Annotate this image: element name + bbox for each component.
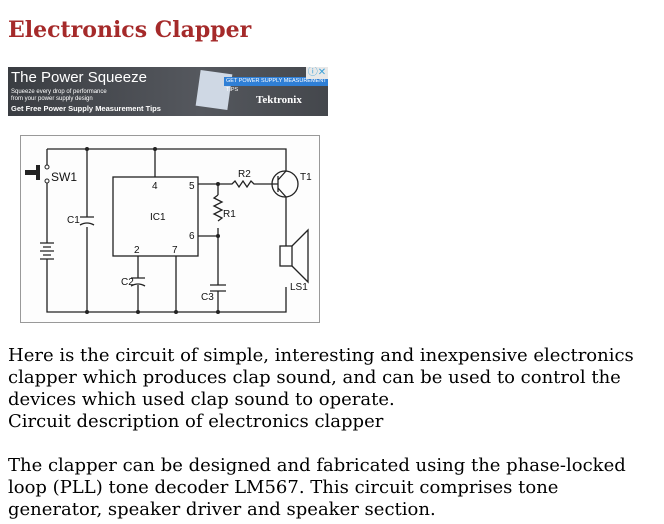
label-ic1: IC1: [150, 212, 166, 223]
label-c1: C1: [67, 215, 80, 226]
intro-paragraph: Here is the circuit of simple, interesti…: [8, 345, 634, 410]
circuit-diagram: SW1 C1 IC1 4 5 6 2 7 C2 C3 R1 R2 T1 LS1: [20, 135, 320, 323]
ad-title: The Power Squeeze: [11, 69, 147, 86]
label-r1: R1: [223, 209, 236, 220]
label-ls1: LS1: [290, 282, 308, 293]
description-paragraph: The clapper can be designed and fabricat…: [8, 455, 626, 520]
ad-controls[interactable]: ⓘ✕: [306, 67, 328, 79]
ad-cta-text[interactable]: Get Free Power Supply Measurement Tips: [11, 104, 161, 113]
ad-subtitle-2: from your power supply design: [11, 96, 93, 102]
article-body: Here is the circuit of simple, interesti…: [8, 345, 658, 521]
label-pin2: 2: [134, 245, 140, 256]
ad-brand-logo: Tektronix: [256, 94, 302, 106]
label-t1: T1: [300, 172, 312, 183]
close-icon[interactable]: ✕: [317, 67, 327, 78]
section-heading: Circuit description of electronics clapp…: [8, 411, 384, 432]
label-r2: R2: [238, 169, 251, 180]
ad-subtitle-1: Squeeze every drop of performance: [11, 89, 107, 95]
info-icon[interactable]: ⓘ: [307, 67, 318, 78]
label-pin6: 6: [189, 231, 195, 242]
label-c3: C3: [201, 292, 214, 303]
label-pin7: 7: [172, 245, 178, 256]
ad-cta-button[interactable]: GET POWER SUPPLY MEASUREMENT TIPS: [224, 77, 328, 93]
label-sw1: SW1: [51, 170, 77, 184]
label-pin4: 4: [152, 181, 158, 192]
advertisement-banner[interactable]: The Power Squeeze Squeeze every drop of …: [8, 67, 328, 116]
page-title: Electronics Clapper: [8, 17, 252, 43]
label-pin5: 5: [189, 181, 195, 192]
label-c2: C2: [121, 277, 134, 288]
